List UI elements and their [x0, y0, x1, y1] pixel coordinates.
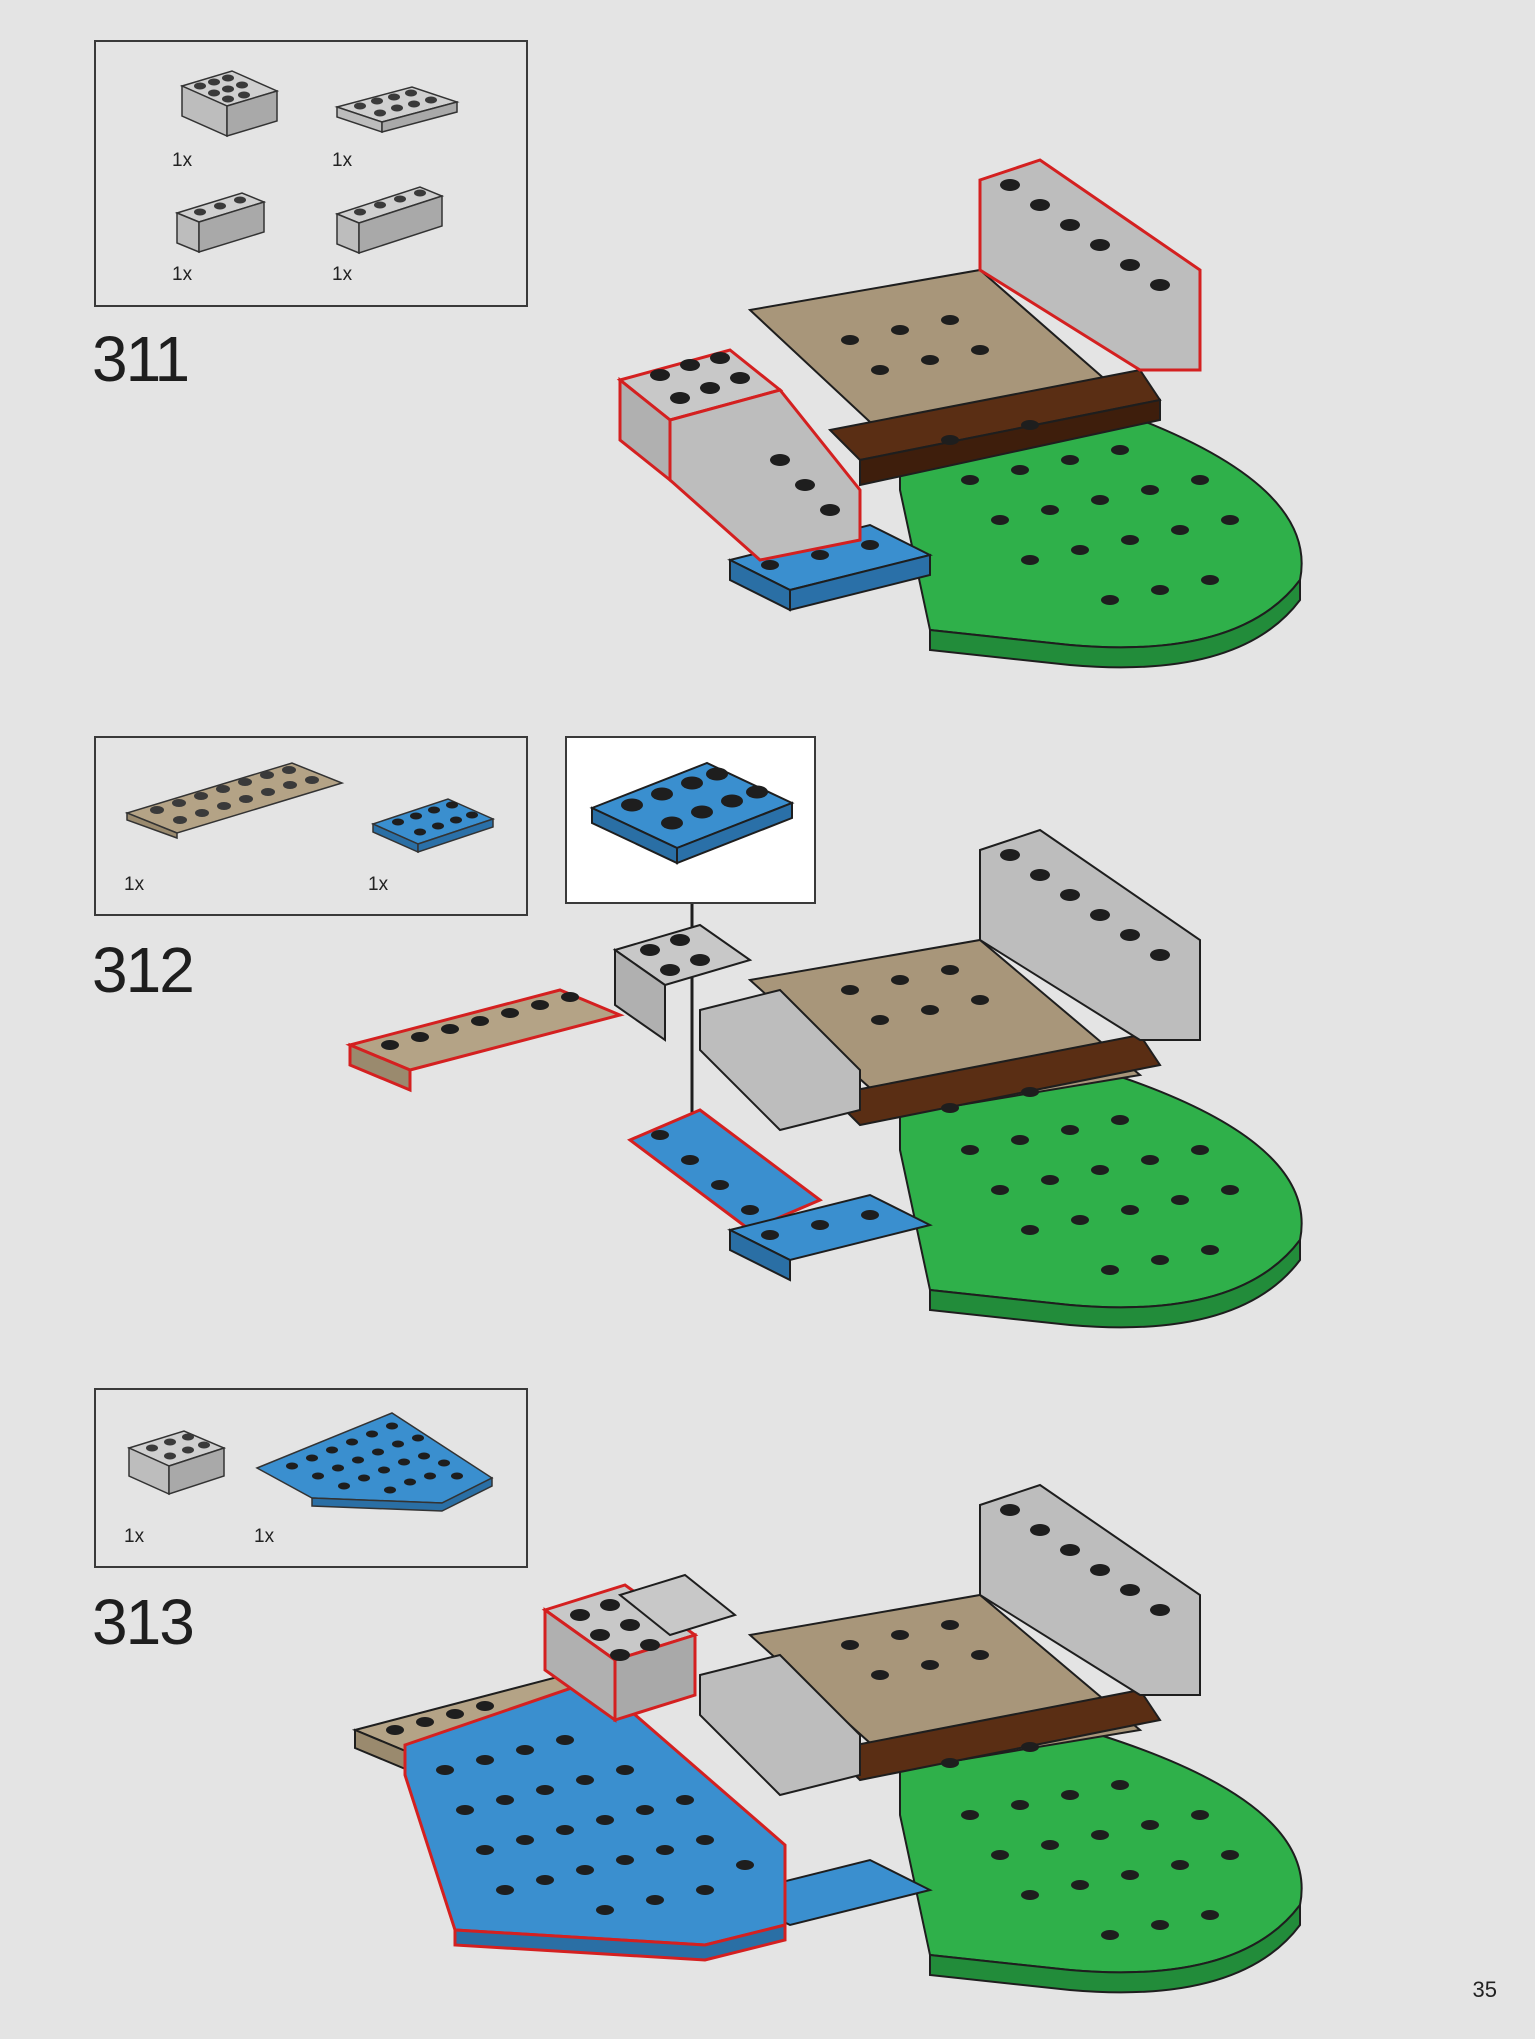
qty-label: 1x — [172, 150, 193, 171]
qty-label: 1x — [124, 874, 145, 895]
blue-wedge-plate-icon — [255, 1412, 494, 1512]
callout-box — [565, 736, 816, 904]
build-scene-step-312 — [345, 828, 1303, 1329]
parts-list-step-313: 1x 1x — [94, 1388, 528, 1568]
qty-label: 1x — [172, 264, 193, 285]
light-gray-brick-2x3-icon — [126, 1430, 227, 1496]
blue-plate-2x4-icon — [589, 761, 795, 865]
build-scene-step-311 — [616, 158, 1303, 669]
blue-plate-2x4-icon — [370, 798, 496, 854]
qty-label: 1x — [124, 1526, 145, 1547]
light-gray-brick-1x3-icon — [174, 192, 267, 254]
qty-label: 1x — [332, 264, 353, 285]
tan-plate-2x8-icon — [124, 762, 345, 840]
build-scene-step-313 — [351, 1483, 1303, 1994]
light-gray-brick-1x4-icon — [334, 186, 445, 255]
qty-label: 1x — [332, 150, 353, 171]
parts-list-step-312: 1x 1x — [94, 736, 528, 916]
qty-label: 1x — [368, 874, 389, 895]
step-number: 312 — [92, 934, 195, 1006]
page-number: 35 — [1472, 1977, 1497, 2002]
step-number: 313 — [92, 1586, 195, 1658]
light-gray-brick-2x4-icon — [179, 70, 280, 138]
step-number: 311 — [92, 323, 190, 395]
qty-label: 1x — [254, 1526, 275, 1547]
parts-list-step-311: 1x 1x 1x 1x — [94, 40, 528, 307]
light-gray-plate-2x4-icon — [334, 86, 460, 134]
